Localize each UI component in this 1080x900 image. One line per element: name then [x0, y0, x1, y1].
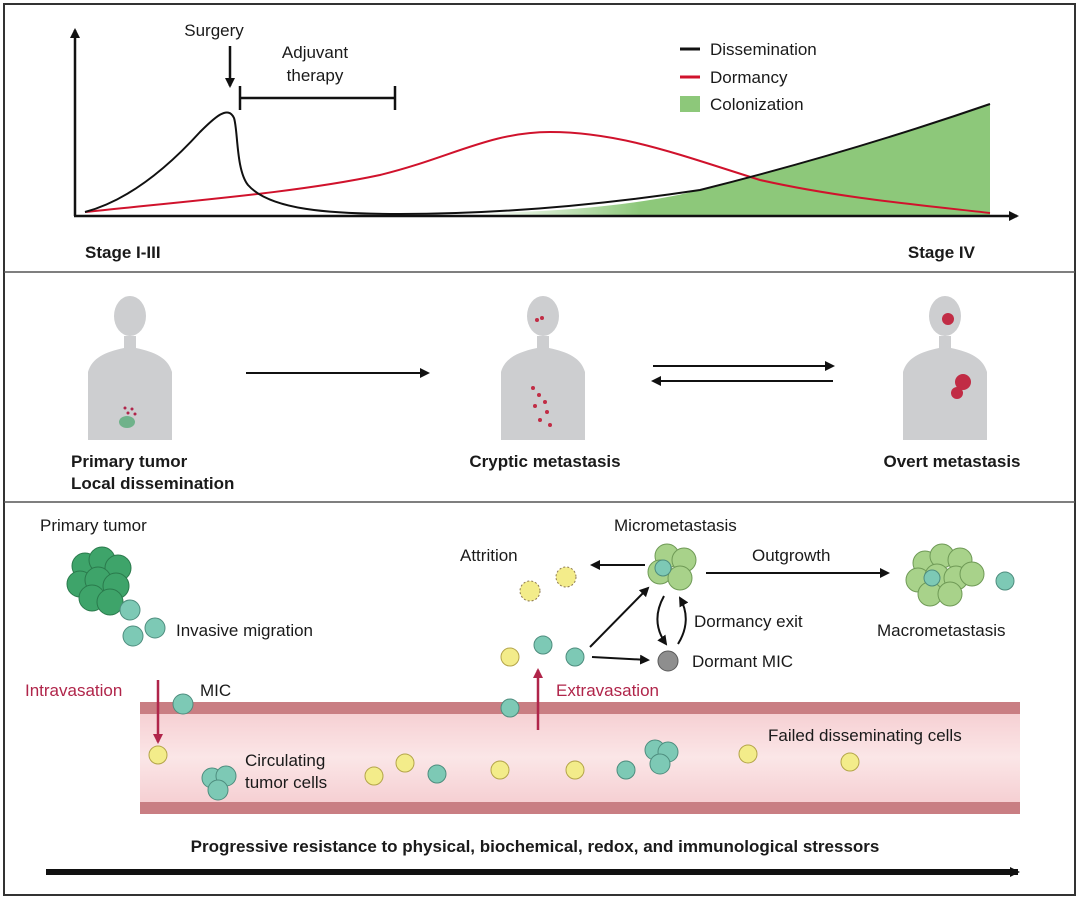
- adjuvant-label-line2: therapy: [287, 66, 344, 85]
- failed-cells-label: Failed disseminating cells: [768, 726, 962, 745]
- primary-label-line1: Primary tumor: [71, 452, 188, 471]
- overt-lesion-brain: [942, 313, 954, 325]
- primary-tumor-title: Primary tumor: [40, 516, 147, 535]
- extravasation-label: Extravasation: [556, 681, 659, 700]
- cascade-panel: Primary tumor Invasive migration Intrava…: [25, 516, 1020, 877]
- timeline-panel: Surgery Adjuvant therapy Stage I-III Sta…: [70, 21, 1019, 262]
- ctc-cell: [148, 745, 168, 765]
- extravasating-cell: [500, 698, 520, 718]
- attrition-label: Attrition: [460, 546, 518, 565]
- ctc-cell: [427, 764, 447, 784]
- macrometastasis-label: Macrometastasis: [877, 621, 1005, 640]
- legend-colonization: Colonization: [710, 95, 804, 114]
- mic-cell: [172, 693, 194, 715]
- ctc-cell: [364, 766, 384, 786]
- ctc-cell: [490, 760, 510, 780]
- ctc-cell: [738, 744, 758, 764]
- dormancy-exit-label: Dormancy exit: [694, 612, 803, 631]
- seeded-cell: [533, 635, 553, 655]
- arrow-dormancy-entry: [656, 595, 668, 646]
- blood-vessel: [140, 704, 1020, 810]
- body-silhouette-overt: [903, 296, 987, 440]
- dissemination-curve: [84, 103, 991, 216]
- stages-panel: Primary tumor Local dissemination Crypti…: [71, 296, 1021, 493]
- mic-label: MIC: [200, 681, 231, 700]
- arrow-to-micrometastasis: [589, 586, 650, 648]
- seeded-cell: [565, 647, 585, 667]
- circulating-label-line2: tumor cells: [245, 773, 327, 792]
- stage-start-label: Stage I-III: [85, 243, 161, 262]
- bottom-caption: Progressive resistance to physical, bioc…: [191, 837, 880, 856]
- invasive-migration-label: Invasive migration: [176, 621, 313, 640]
- micrometastasis-cluster: [647, 543, 697, 591]
- colonization-area: [480, 104, 990, 215]
- body-silhouette-cryptic: [501, 296, 585, 440]
- legend-dissemination: Dissemination: [710, 40, 817, 59]
- vessel-wall-top: [140, 702, 1020, 714]
- overt-label: Overt metastasis: [883, 452, 1020, 471]
- body-silhouette-primary: [88, 296, 172, 440]
- macrometastasis-cluster: [905, 543, 1015, 607]
- ctc-cell: [840, 752, 860, 772]
- outgrowth-label: Outgrowth: [752, 546, 830, 565]
- attrition-cells: [519, 566, 577, 602]
- primary-tumor-cluster: [66, 546, 166, 647]
- arrow-to-dormant: [591, 654, 650, 665]
- legend: Dissemination Dormancy Colonization: [680, 40, 817, 114]
- seeded-cell: [500, 647, 520, 667]
- ctc-cell: [395, 753, 415, 773]
- ctc-cell: [565, 760, 585, 780]
- cryptic-label: Cryptic metastasis: [469, 452, 620, 471]
- vessel-wall-bottom: [140, 802, 1020, 814]
- arrow-dormancy-exit: [677, 596, 689, 645]
- stage-end-label: Stage IV: [908, 243, 976, 262]
- primary-label-line2: Local dissemination: [71, 474, 234, 493]
- overt-lesion-chest: [955, 374, 971, 390]
- dormant-mic-cell: [657, 650, 679, 672]
- dormant-mic-label: Dormant MIC: [692, 652, 793, 671]
- legend-swatch-colonization: [680, 96, 700, 112]
- ctc-cell: [616, 760, 636, 780]
- ctc-cluster: [201, 765, 237, 801]
- primary-tumor-mark: [119, 416, 135, 428]
- adjuvant-label-line1: Adjuvant: [282, 43, 348, 62]
- ctc-cluster: [644, 739, 679, 775]
- surgery-label: Surgery: [184, 21, 244, 40]
- circulating-label-line1: Circulating: [245, 751, 325, 770]
- dormancy-curve: [84, 130, 991, 214]
- legend-dormancy: Dormancy: [710, 68, 788, 87]
- intravasation-label: Intravasation: [25, 681, 122, 700]
- micrometastasis-label: Micrometastasis: [614, 516, 737, 535]
